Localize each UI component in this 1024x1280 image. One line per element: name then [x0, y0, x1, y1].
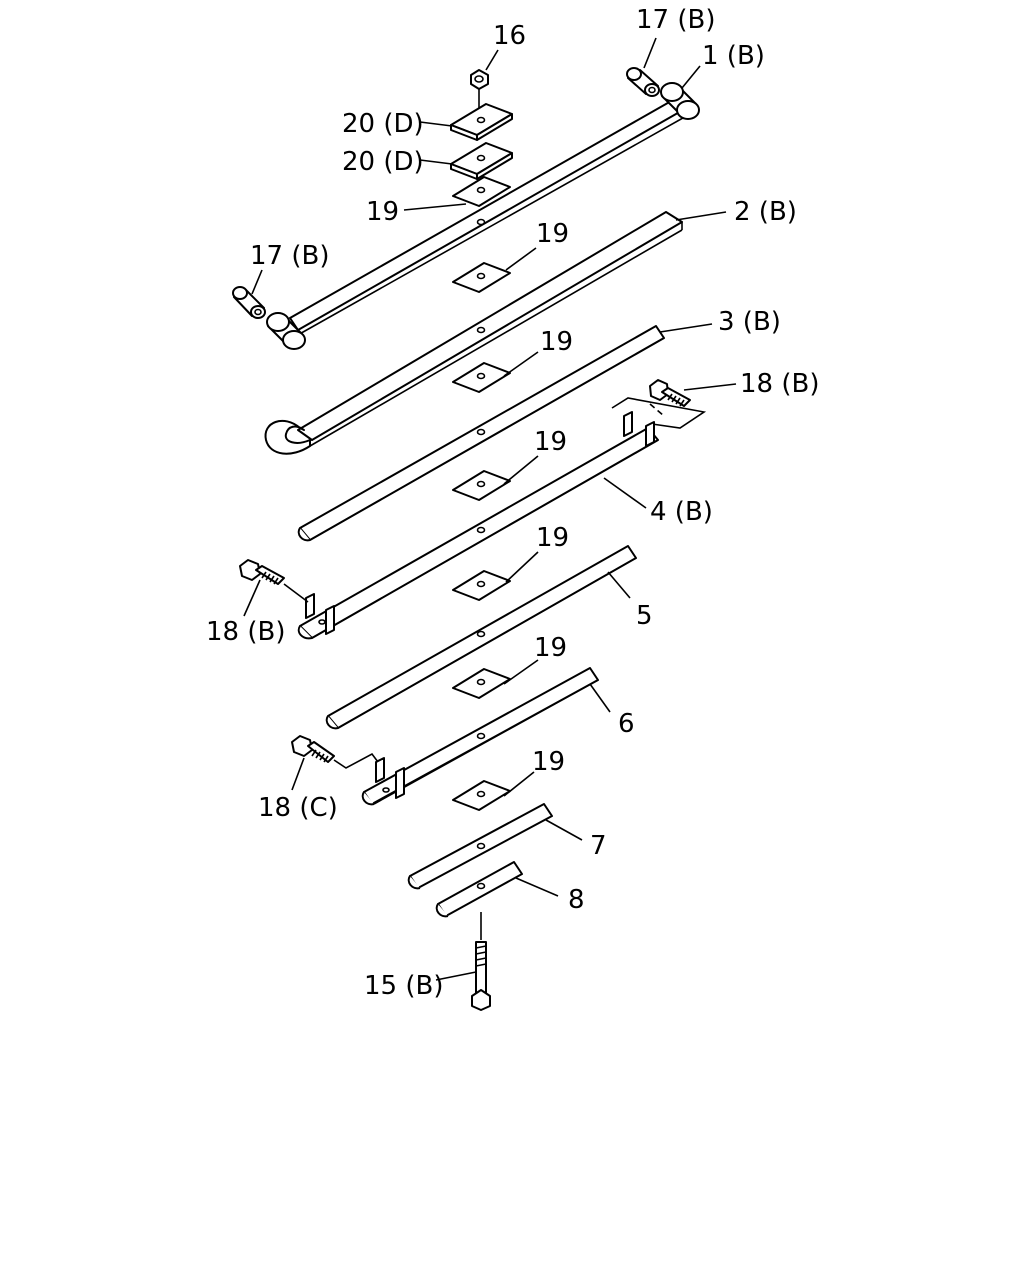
part-20d-plate-upper	[450, 103, 513, 141]
part-18b-bolt-right	[611, 379, 707, 429]
label-1b: 1 (B)	[702, 41, 765, 71]
part-18b-bolt-left	[239, 559, 309, 603]
label-3b: 3 (B)	[718, 307, 781, 337]
part-5-leaf	[325, 545, 637, 730]
part-7-leaf	[407, 803, 553, 890]
label-19-pad-2: 19	[540, 327, 573, 357]
label-18c: 18 (C)	[258, 793, 338, 823]
label-6: 6	[618, 709, 635, 739]
label-17b-left: 17 (B)	[250, 241, 329, 271]
part-17b-bushing-top	[626, 67, 660, 97]
part-1b-main-leaf	[266, 82, 700, 350]
label-15b: 15 (B)	[364, 971, 443, 1001]
label-8: 8	[568, 885, 585, 915]
label-7: 7	[590, 831, 607, 861]
part-17b-bushing-left	[232, 286, 266, 319]
label-20d-upper: 20 (D)	[342, 109, 424, 139]
label-4b: 4 (B)	[650, 497, 713, 527]
label-16: 16	[493, 21, 526, 51]
part-18c-bolt	[291, 735, 379, 769]
part-19-pad-6	[452, 780, 511, 811]
part-19-pad-3	[452, 470, 511, 501]
part-19-pad-5	[452, 668, 511, 699]
label-2b: 2 (B)	[734, 197, 797, 227]
label-5: 5	[636, 601, 653, 631]
part-19-pad-4	[452, 570, 511, 601]
label-18b-left: 18 (B)	[206, 617, 285, 647]
label-19-pad-3: 19	[534, 427, 567, 457]
label-19-pad-6: 19	[532, 747, 565, 777]
part-2b-leaf	[264, 211, 683, 455]
part-3b-leaf	[297, 325, 665, 542]
part-6-leaf-with-clips	[361, 667, 599, 806]
label-19-top: 19	[366, 197, 399, 227]
part-16-nut	[470, 69, 489, 115]
label-19-pad-1: 19	[536, 219, 569, 249]
part-15b-center-bolt	[471, 941, 491, 1011]
part-19-pad-2	[452, 362, 511, 393]
label-19-pad-5: 19	[534, 633, 567, 663]
part-19-pad-top	[452, 176, 511, 207]
part-20d-plate-lower	[450, 142, 513, 180]
label-20d-lower: 20 (D)	[342, 147, 424, 177]
label-17b-top: 17 (B)	[636, 5, 715, 35]
part-8-leaf	[435, 861, 523, 940]
label-18b-right: 18 (B)	[740, 369, 819, 399]
callout-labels: 16 17 (B) 1 (B) 20 (D) 20 (D) 19 17 (B) …	[206, 5, 819, 1001]
label-19-pad-4: 19	[536, 523, 569, 553]
leader-lines	[243, 37, 737, 981]
part-19-pad-1	[452, 262, 511, 293]
part-4b-leaf-with-clips	[297, 411, 659, 640]
